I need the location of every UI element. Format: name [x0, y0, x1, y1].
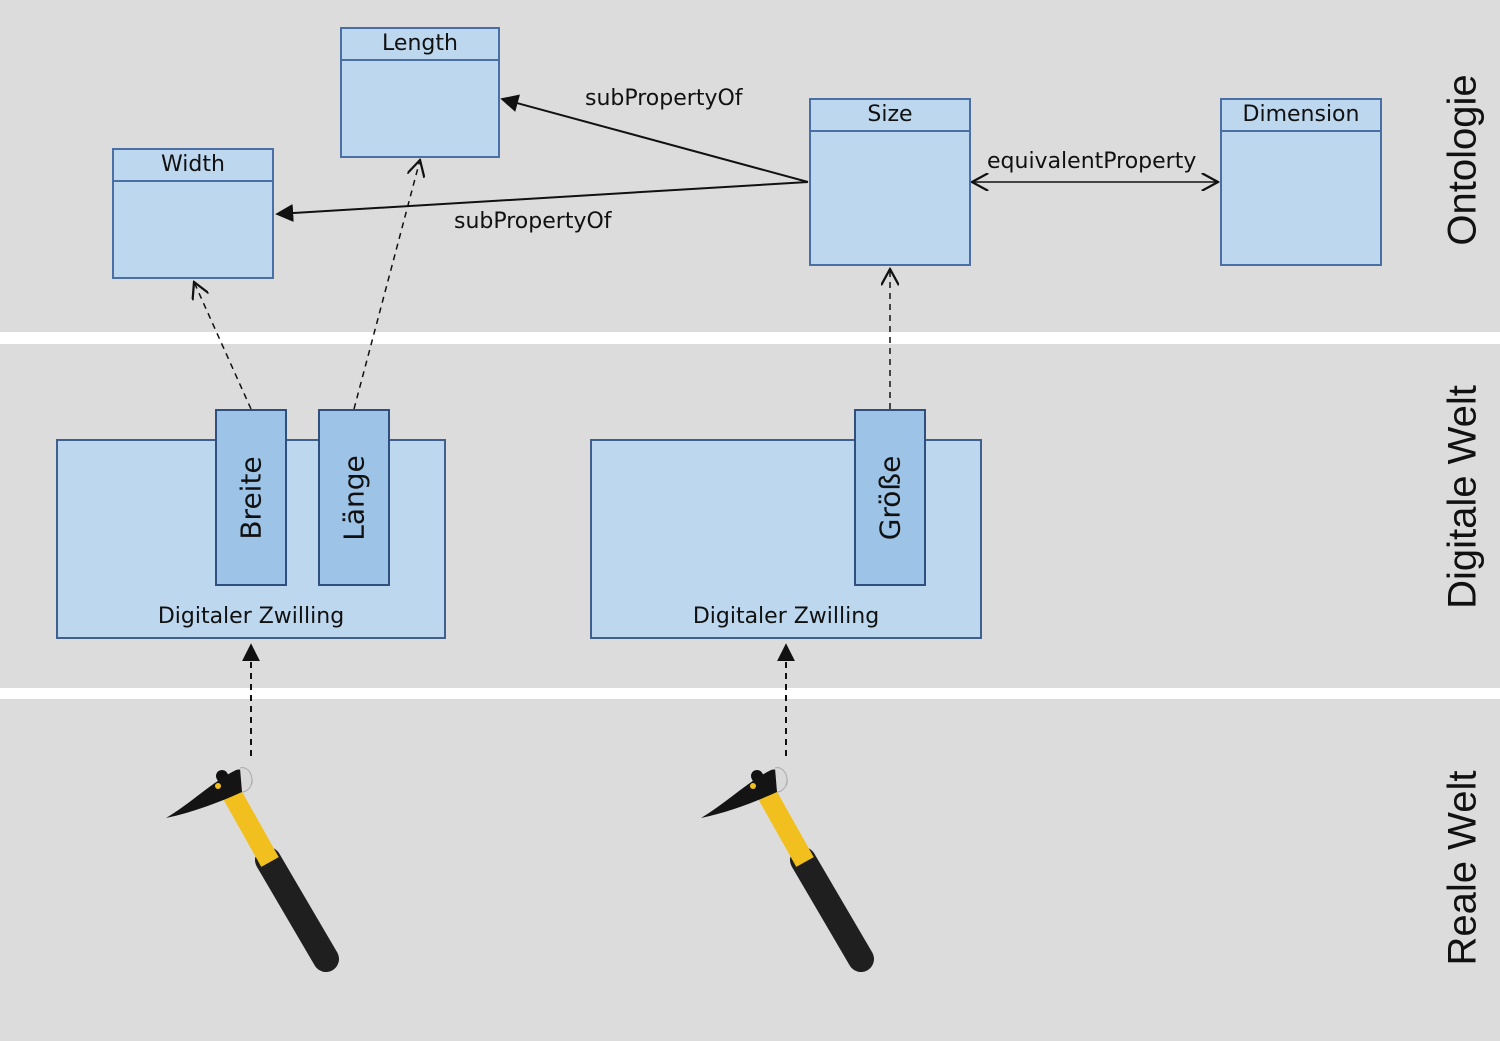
ontology-layer-label: Ontologie	[1440, 74, 1485, 246]
width-subproperty-arrow	[275, 181, 809, 223]
breite-to-width-link	[194, 282, 252, 410]
dimension-class: Dimension	[1220, 98, 1382, 266]
laenge-property-label: Länge	[337, 454, 371, 541]
width-class-title: Width	[114, 150, 272, 182]
width-class: Width	[112, 148, 274, 279]
laenge-to-length-link	[353, 160, 420, 410]
breite-property-label: Breite	[234, 455, 268, 540]
width-subproperty-label: subPropertyOf	[454, 209, 612, 234]
length-subproperty-label: subPropertyOf	[585, 86, 743, 111]
laenge-property: Länge	[318, 409, 390, 586]
equivalent-property-label: equivalentProperty	[987, 149, 1197, 174]
length-subproperty-arrow	[500, 94, 809, 183]
left-hammer-icon	[166, 767, 339, 972]
breite-property: Breite	[215, 409, 287, 586]
groesse-property-label: Größe	[873, 455, 907, 540]
right-digital-twin-label: Digitaler Zwilling	[692, 604, 880, 629]
right-hammer-icon	[701, 767, 874, 972]
left-digital-twin-label: Digitaler Zwilling	[157, 604, 345, 629]
dimension-class-title: Dimension	[1222, 100, 1380, 132]
size-class-title: Size	[811, 100, 969, 132]
digital-layer-label: Digitale Welt	[1440, 385, 1485, 609]
groesse-property: Größe	[854, 409, 926, 586]
length-class: Length	[340, 27, 500, 158]
size-class: Size	[809, 98, 971, 266]
real-layer-label: Reale Welt	[1440, 770, 1485, 966]
length-class-title: Length	[342, 29, 498, 61]
